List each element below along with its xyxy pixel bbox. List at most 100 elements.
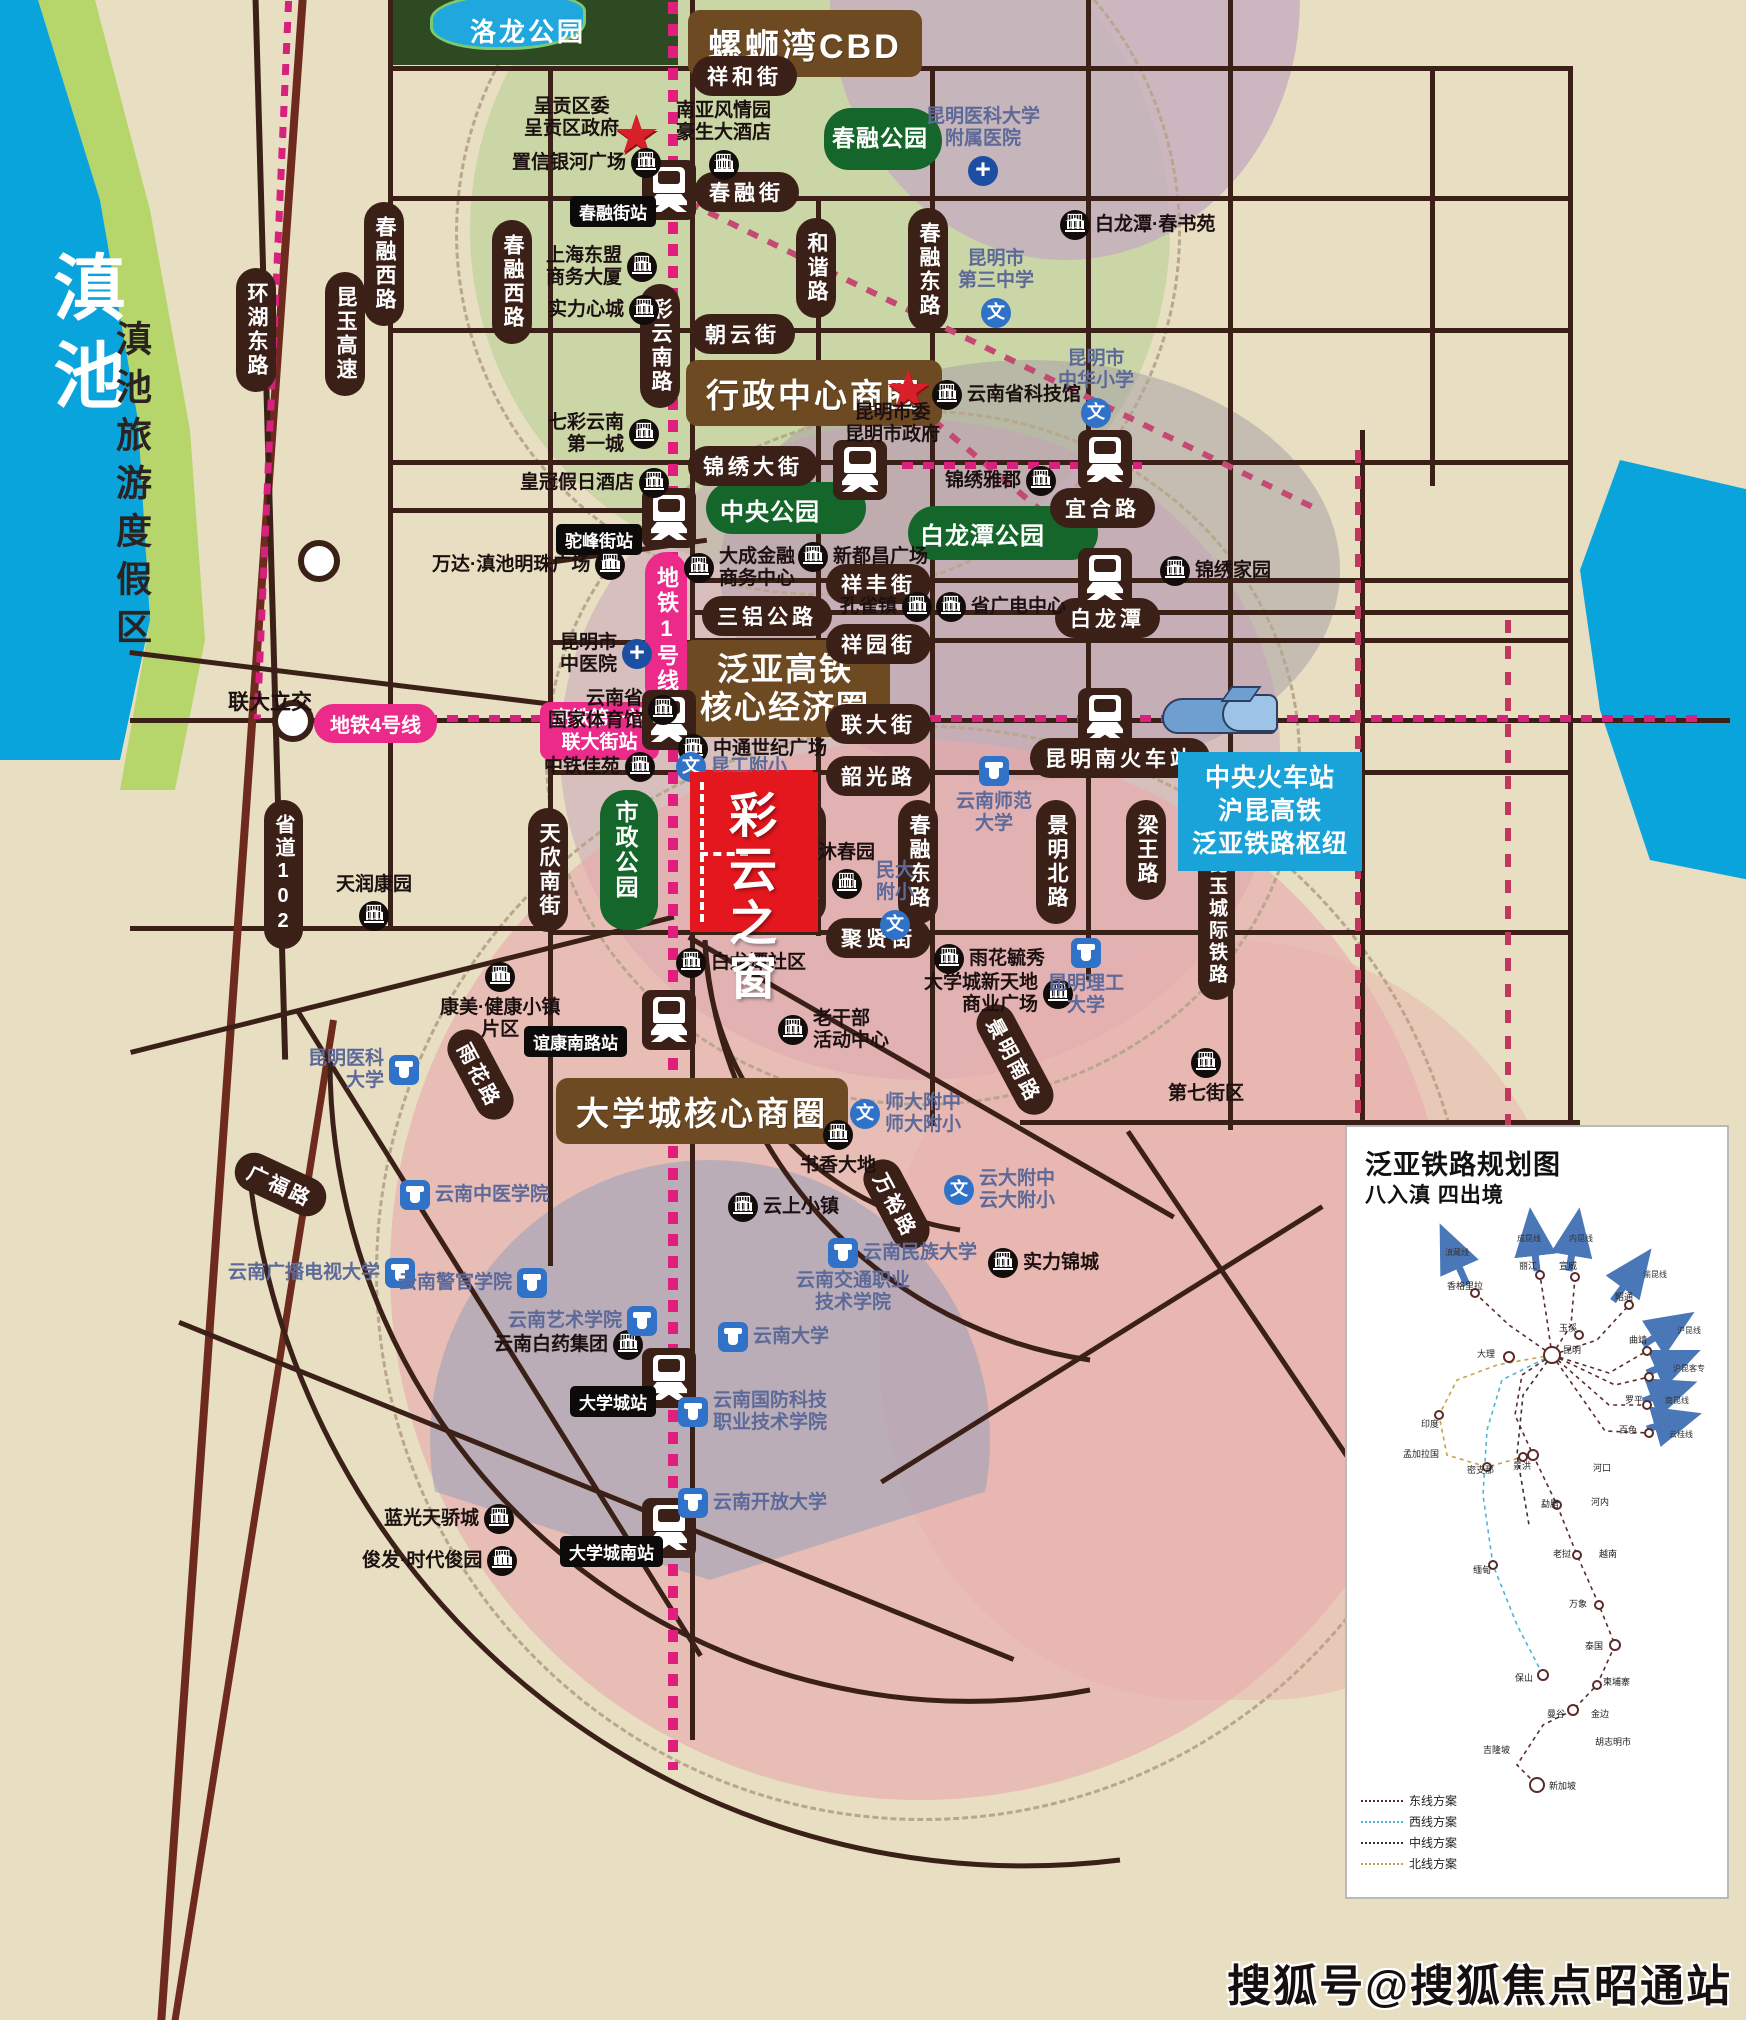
train-station-icon-north-a (833, 440, 887, 500)
inset-title: 泛亚铁路规划图 (1365, 1150, 1561, 1180)
svg-text:泰国: 泰国 (1585, 1640, 1603, 1652)
svg-text:内昆线: 内昆线 (1569, 1233, 1593, 1243)
bank-icon (798, 541, 828, 572)
poi-kunming-university-of-science: 昆明理工大学 (1048, 938, 1124, 1018)
road-line-v2b (548, 1066, 553, 1266)
interchange-node-1 (298, 540, 340, 582)
poi-yunnan-defence-vocational: 云南国防科技职业技术学院 (678, 1390, 827, 1435)
road-label-chunrong-west-b: 春融西路 (492, 220, 532, 344)
bank-icon (778, 1014, 808, 1046)
road-label-chunrong-east-b: 春融东路 (898, 800, 938, 924)
inset-legend-item-3: 北线方案 (1361, 1854, 1457, 1875)
road-label-kunyu-expressway: 昆玉高速 (325, 272, 365, 396)
poi-wanda-dianchi-plaza: 万达·滇池明珠广场 (432, 549, 626, 580)
poi-veteran-activity-center: 老干部活动中心 (778, 1008, 889, 1053)
rail-connector-h (902, 462, 1142, 469)
bank-icon (639, 467, 670, 498)
road-line-h7 (690, 638, 1570, 643)
label-dianchi-lake: 滇池 (42, 250, 122, 426)
poi-yunnan-tcm-college: 云南中医学院 (400, 1180, 549, 1210)
svg-text:河口: 河口 (1593, 1462, 1611, 1474)
station-label-daxuecheng-south: 大学城南站 (560, 1536, 663, 1567)
road-line-v10 (1568, 66, 1573, 1126)
edu-icon (979, 756, 1009, 786)
poi-tianrun-kangyuan: 天润康园 (336, 874, 412, 932)
poi-yunnan-science-museum: 云南省科技馆 (932, 379, 1081, 410)
bank-icon (708, 149, 739, 180)
bank-icon (1026, 465, 1057, 496)
hsr-first-station-callout: 高铁第一站 联大街站 (540, 702, 665, 760)
poi-chenggong-government: 呈贡区委呈贡区政府 (524, 96, 620, 140)
svg-text:滇藏线: 滇藏线 (1445, 1247, 1469, 1257)
road-label-jingming-north: 景明北路 (1036, 800, 1076, 924)
bank-icon (936, 591, 966, 622)
bank-icon (487, 1545, 518, 1576)
bank-icon (676, 947, 706, 978)
poi-yunnan-arts-university: 云南艺术学院 (508, 1306, 658, 1336)
road-line-v9 (1430, 66, 1435, 486)
svg-text:胡志明市: 胡志明市 (1595, 1736, 1631, 1748)
poi-yuhua-yuxiu: 雨花毓秀 (934, 943, 1045, 974)
svg-text:密支那: 密支那 (1467, 1464, 1494, 1476)
road-line-v2 (548, 66, 553, 1066)
bank-icon (627, 251, 658, 283)
edu-icon (400, 1180, 430, 1210)
bank-icon (823, 1119, 853, 1150)
bank-icon (1043, 978, 1074, 1010)
svg-text:金边: 金边 (1591, 1708, 1609, 1720)
road-label-chunrong-west-a: 春融西路 (364, 202, 404, 326)
road-label-xiangyuan-street: 祥园街 (826, 624, 931, 664)
svg-text:印度: 印度 (1421, 1418, 1439, 1430)
edu-icon (385, 1258, 416, 1288)
poi-jinxiu-jiayuan: 锦绣家园 (1160, 555, 1271, 586)
poi-kunming-no3-middle-school: 昆明市第三中学 (958, 248, 1034, 328)
wen-icon (850, 1098, 880, 1130)
road-line-v5 (930, 66, 935, 1126)
svg-text:成昆线: 成昆线 (1517, 1233, 1541, 1243)
metro-line-1-label: 地铁1号线 (645, 552, 687, 708)
zone-label-panasia-line1: 泛亚高铁 (717, 651, 854, 687)
metro-line-4-label: 地铁4号线 (314, 704, 438, 743)
watermark-text: 搜狐号@搜狐焦点昭通站 (1227, 1962, 1732, 2011)
cross-icon (622, 638, 653, 670)
poi-kungong-affiliated-primary: 昆工附小 (676, 751, 787, 782)
train-station-icon-east-a (1078, 430, 1132, 490)
svg-text:渝昆线: 渝昆线 (1643, 1269, 1667, 1279)
poi-dacheng-finance-center: 大成金融商务中心 (684, 546, 795, 591)
poi-nanya-hotel: 南亚风情园豪生大酒店 (676, 100, 771, 180)
poi-shili-jincheng: 实力锦城 (988, 1247, 1099, 1278)
road-label-hexie-road: 和谐路 (796, 218, 836, 318)
poi-yunnan-minzu-university: 云南民族大学 (828, 1238, 977, 1268)
road-label-jinxiu-avenue: 锦绣大街 (688, 446, 818, 486)
chunrong-park-shape (824, 108, 942, 170)
poi-muchunyuan: 沐春园 (818, 842, 875, 900)
road-label-tianxin-south: 天欣南街 (528, 808, 568, 932)
road-line-h10b (130, 926, 550, 931)
svg-text:河内: 河内 (1591, 1496, 1609, 1508)
bank-icon (1160, 555, 1190, 586)
bank-icon (485, 961, 516, 992)
edu-icon (389, 1055, 420, 1086)
municipal-park-shape (600, 790, 658, 930)
road-line-h4b (388, 508, 648, 513)
svg-text:孟加拉国: 孟加拉国 (1403, 1448, 1439, 1460)
road-label-xianghe-street: 祥和街 (692, 56, 797, 96)
bank-icon (631, 147, 662, 178)
poi-kunming-medical-university: 昆明医科大学 (308, 1048, 420, 1093)
poi-yunnan-national-stadium: 云南省国家体育馆 (548, 688, 679, 733)
poi-kunming-medical-univ-hospital: 昆明医科大学附属医院 (926, 106, 1040, 186)
bank-icon (484, 1503, 515, 1534)
zone-label-university: 大学城核心商圈 (556, 1078, 848, 1144)
inset-network-diagram: 昆明大理 丽江宣威 昭通曲靖 罗平百色 香格里拉景洪 勐腊老挝 万象泰国 曼谷保… (1403, 1207, 1705, 1793)
svg-text:万象: 万象 (1569, 1598, 1587, 1610)
svg-text:曲靖: 曲靖 (1629, 1334, 1647, 1346)
bank-icon (648, 694, 679, 726)
svg-text:云桂线: 云桂线 (1669, 1429, 1693, 1439)
bank-icon (359, 900, 389, 932)
hsr-callout-line1: 高铁第一站 (552, 708, 648, 729)
train-station-icon-yikang (642, 990, 696, 1050)
inset-panasia-railway-plan: 泛亚铁路规划图 八入滇 四出境 (1345, 1125, 1729, 1899)
poi-yunnan-university: 云南大学 (718, 1322, 829, 1352)
poi-languang-tianjiao-city: 蓝光天骄城 (384, 1503, 515, 1534)
poi-yunnan-baiyao-group: 云南白药集团 (494, 1329, 644, 1360)
